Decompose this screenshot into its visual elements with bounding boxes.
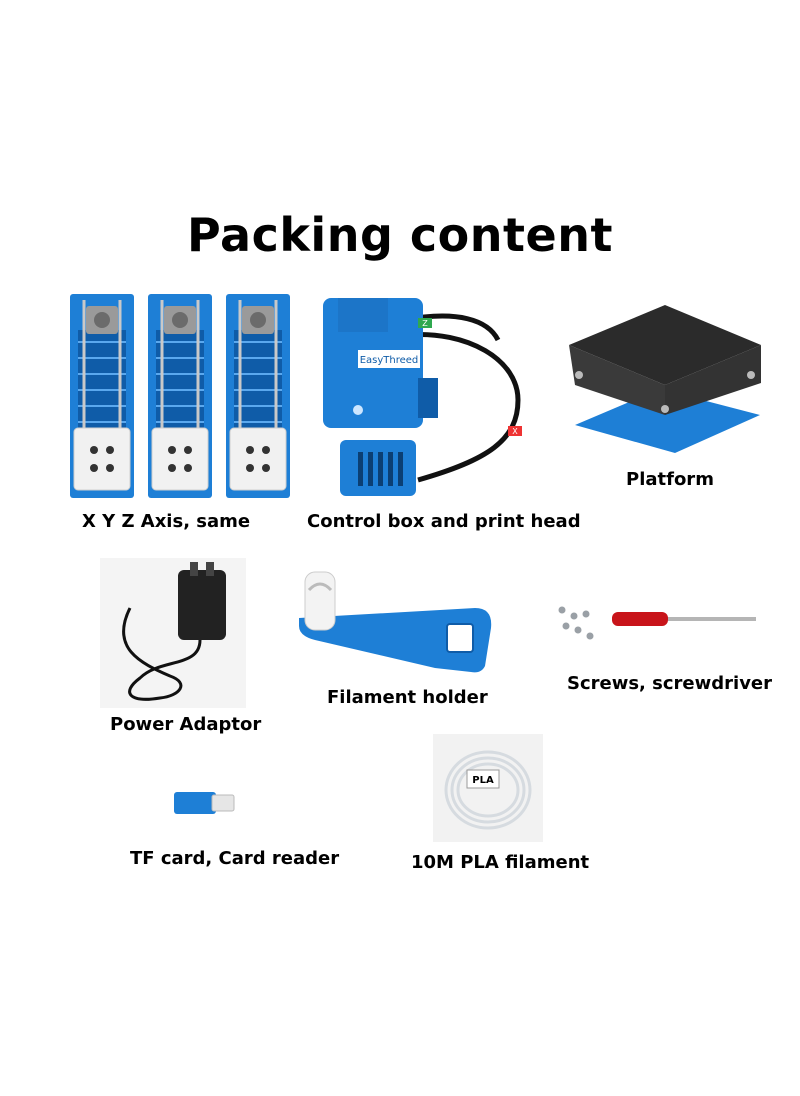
platform-image: [565, 305, 765, 455]
xyz-axis-image: [66, 290, 302, 502]
pla-tag-label: PLA: [472, 775, 494, 786]
tf-card-image: [172, 788, 238, 818]
power-adaptor-caption: Power Adaptor: [110, 714, 262, 735]
brand-label: EasyThreed: [360, 355, 419, 366]
pla-filament-image: PLA: [433, 734, 543, 842]
xyz-axis-caption: X Y Z Axis, same: [82, 511, 251, 532]
power-adaptor-image: [100, 558, 246, 708]
control-box-image: EasyThreed Z X: [318, 290, 548, 502]
page-title: Packing content: [187, 208, 613, 262]
filament-holder-caption: Filament holder: [327, 687, 488, 708]
tf-card-caption: TF card, Card reader: [130, 848, 340, 869]
pla-filament-caption: 10M PLA filament: [411, 852, 590, 873]
svg-text:Z: Z: [422, 319, 428, 328]
screws-image: [548, 600, 758, 650]
svg-text:X: X: [512, 427, 518, 436]
filament-holder-image: [295, 568, 495, 678]
screws-caption: Screws, screwdriver: [567, 673, 773, 694]
platform-caption: Platform: [626, 469, 714, 490]
control-box-caption: Control box and print head: [307, 511, 581, 532]
